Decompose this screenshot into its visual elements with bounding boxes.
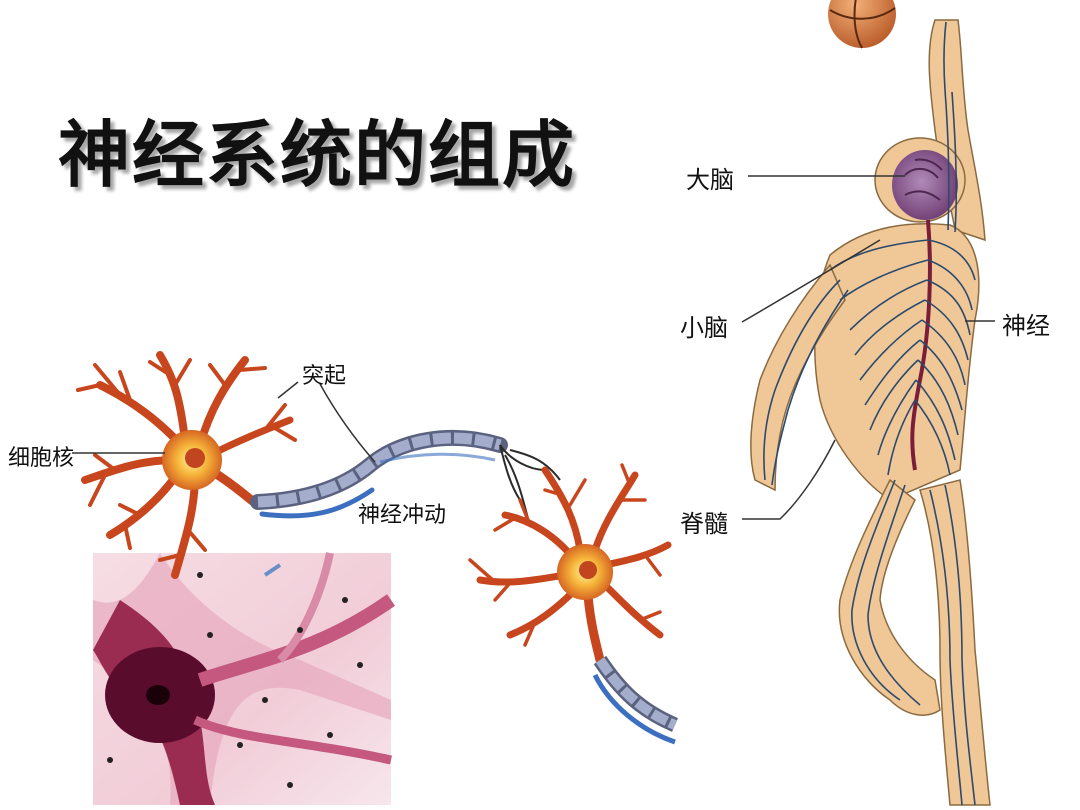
leader-process-axon <box>319 383 376 463</box>
leader-process <box>277 381 299 399</box>
label-cerebrum: 大脑 <box>686 166 734 194</box>
label-cerebellum: 小脑 <box>680 314 728 342</box>
nerve-network <box>763 21 976 806</box>
page-title: 神经系统的组成 <box>58 113 577 197</box>
label-nucleus: 细胞核 <box>8 446 75 471</box>
brain-shape <box>892 150 958 220</box>
axon <box>250 429 561 526</box>
micrograph-image <box>93 552 396 805</box>
label-spinal-cord: 脊髓 <box>680 510 728 538</box>
leader-cerebellum <box>741 239 881 323</box>
basketball-icon <box>828 0 896 49</box>
neuron-2 <box>468 463 679 745</box>
spinal-cord-line <box>910 219 932 471</box>
leader-spinal-cord <box>742 439 836 520</box>
label-process: 突起 <box>302 364 347 389</box>
label-nerve: 神经 <box>1002 312 1050 340</box>
neuron-1 <box>76 351 297 579</box>
human-figure <box>750 19 991 806</box>
label-impulse: 神经冲动 <box>358 503 447 528</box>
leader-lines <box>72 175 995 520</box>
